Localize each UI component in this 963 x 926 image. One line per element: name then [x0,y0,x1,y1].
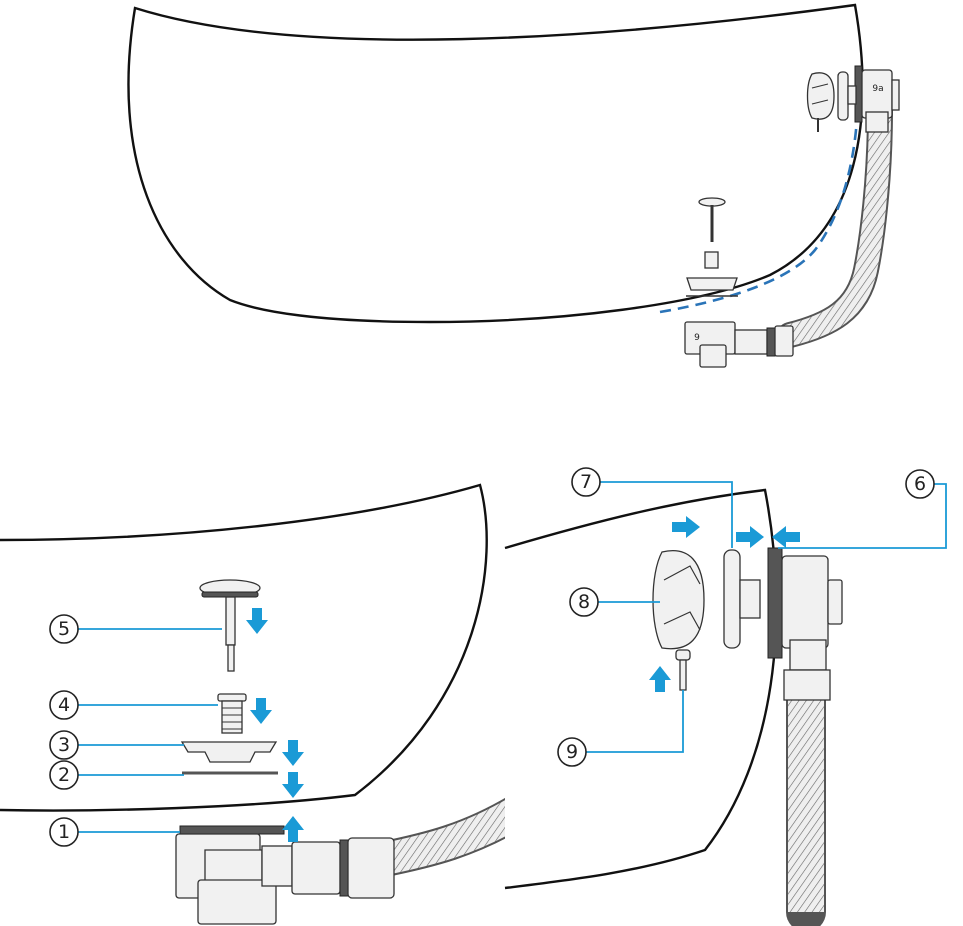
detail-left-panel: 5 4 3 2 1 [0,483,538,925]
right-screw [675,649,691,691]
callout-2: 2 [49,760,79,790]
svg-text:7: 7 [580,471,592,493]
left-waste-body [175,825,395,925]
svg-text:5: 5 [58,618,70,640]
left-insert [217,693,247,734]
overview-overflow-cap [806,71,857,132]
left-arrow-5 [246,608,268,634]
right-overflow-fitting [767,547,843,701]
svg-text:3: 3 [58,734,70,756]
callout-8: 8 [569,587,599,617]
leader-6 [778,483,947,549]
callout-5: 5 [49,614,79,644]
svg-text:4: 4 [58,694,70,716]
svg-text:1: 1 [58,821,70,843]
overview-hose-ribs [779,99,891,346]
right-arrow-7 [736,526,764,548]
callout-6: 6 [905,469,935,499]
svg-text:8: 8 [578,591,590,613]
left-arrow-1 [282,816,304,842]
left-flange [180,741,278,763]
callout-3: 3 [49,730,79,760]
svg-text:2: 2 [58,764,70,786]
left-tub-outline [0,483,488,812]
callout-9: 9 [557,737,587,767]
right-arrow-6 [772,526,800,548]
svg-text:9: 9 [566,741,578,763]
callout-1: 1 [49,817,79,847]
left-plug [199,579,261,672]
right-overflow-cap [652,550,705,650]
overview-waste-body: 9 [684,321,794,368]
overview-panel: 9a 9 [127,3,900,368]
leader-7 [600,481,733,548]
overview-plug-parts [686,197,738,297]
left-arrow-4 [250,698,272,724]
right-mounting-flange [723,549,761,649]
callout-7: 7 [571,467,601,497]
svg-text:6: 6 [914,473,926,495]
overview-tub-outline [127,3,864,324]
left-arrow-2 [282,772,304,798]
leader-9 [586,690,684,753]
right-arrow-9 [649,666,671,692]
overview-overflow-fitting: 9a [854,65,900,133]
overview-cable-path [659,89,860,314]
detail-right-panel: 7 6 8 9 [504,467,947,926]
overview-label-9: 9 [694,333,700,343]
callout-4: 4 [49,690,79,720]
left-arrow-3 [282,740,304,766]
right-tub-outline [504,488,778,890]
overview-label-9a: 9a [872,84,883,94]
right-arrow-8 [672,516,700,538]
